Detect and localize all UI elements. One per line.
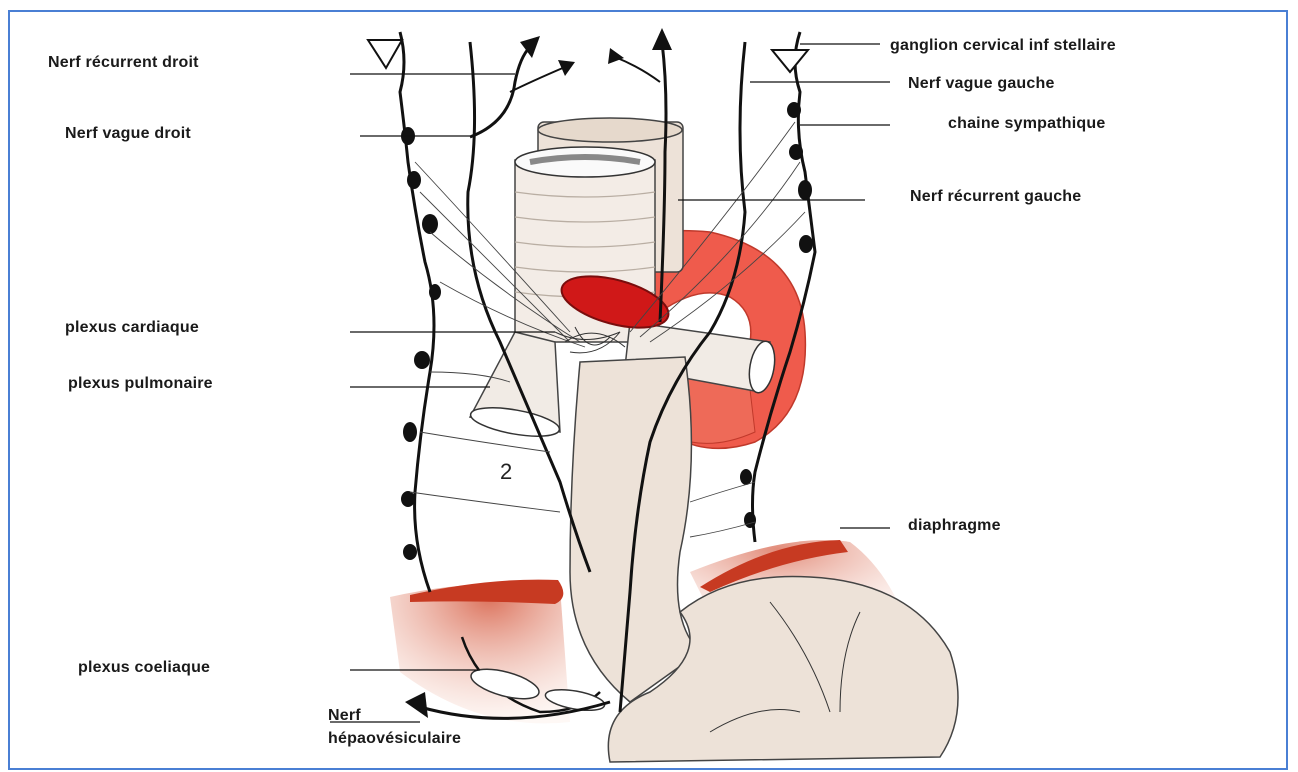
diaphragm-left <box>410 580 563 604</box>
label-recurrent-right: Nerf récurrent droit <box>48 54 199 72</box>
recurrent-right <box>470 47 530 137</box>
label-plexus-cardiac: plexus cardiaque <box>65 319 199 337</box>
sympathetic-chain-right <box>400 32 434 592</box>
label-stellate-ganglion: ganglion cervical inf stellaire <box>890 37 1116 55</box>
label-vagus-left: Nerf vague gauche <box>908 75 1055 93</box>
label-plexus-pulmonary: plexus pulmonaire <box>68 375 213 393</box>
label-sympathetic-chain: chaine sympathique <box>948 115 1105 133</box>
label-hepato-line2: hépaovésiculaire <box>328 730 461 748</box>
esophagus-upper-end <box>538 118 682 142</box>
figure-frame: Nerf récurrent droit Nerf vague droit pl… <box>8 10 1288 770</box>
figure-number: 2 <box>500 459 512 485</box>
label-diaphragm: diaphragme <box>908 517 1001 535</box>
label-recurrent-left: Nerf récurrent gauche <box>910 188 1081 206</box>
label-plexus-celiac: plexus coeliaque <box>78 659 210 677</box>
stellate-ganglion-left <box>772 50 808 72</box>
label-vagus-right: Nerf vague droit <box>65 125 191 143</box>
label-hepato-line1: Nerf <box>328 707 361 725</box>
stellate-ganglion-right <box>368 40 402 68</box>
